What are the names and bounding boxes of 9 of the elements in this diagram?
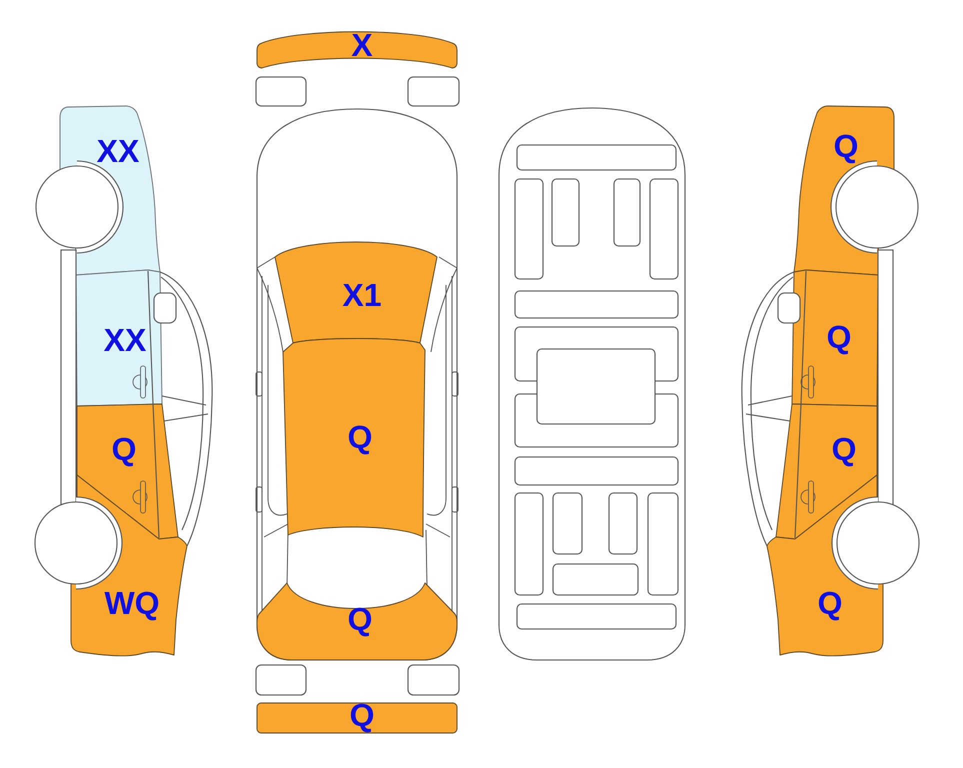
roof-panel: Q bbox=[282, 338, 426, 538]
bumper: Q bbox=[256, 702, 458, 734]
bumper: X bbox=[256, 31, 458, 68]
windshield-panel: X1 bbox=[274, 242, 438, 344]
door-panel: Q bbox=[776, 404, 878, 540]
door-panel: Q bbox=[76, 404, 178, 540]
door-panel: Q bbox=[792, 270, 878, 406]
door-panel: XX bbox=[76, 270, 162, 406]
trunk-panel: Q bbox=[256, 582, 458, 660]
